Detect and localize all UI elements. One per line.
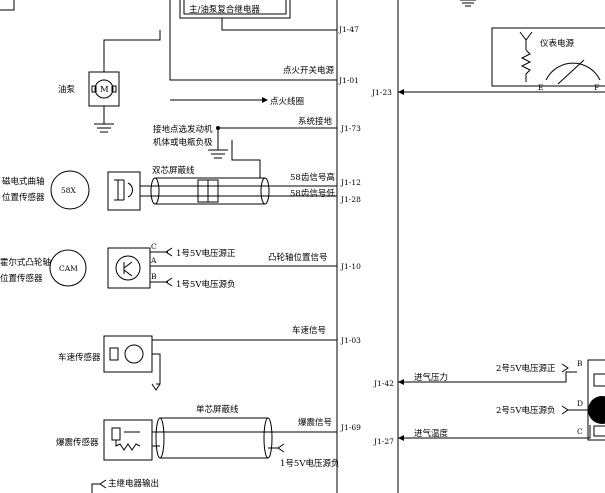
- camshaft-sensor: 霍尔式凸轮轴 位置传感器 CAM: [0, 247, 151, 289]
- main-fuel-pump-relay: 主/油泵复合继电器: [179, 0, 291, 19]
- pin-letter-a: A: [150, 256, 157, 265]
- crank-sensor-label-2: 位置传感器: [2, 192, 45, 203]
- pin-letter-d-right: D: [577, 399, 583, 408]
- signal-knock: 爆震信号: [298, 417, 332, 428]
- cam-sensor-label-1: 霍尔式凸轮轴: [0, 257, 51, 268]
- gauge-e-label: E: [538, 83, 543, 92]
- fuel-pump: M 油泵: [58, 30, 161, 133]
- ground-note-2: 机体或电瓶负极: [153, 137, 213, 148]
- gauge-f-label: F: [594, 83, 599, 92]
- pin-j1-01: J1-01: [338, 76, 359, 85]
- pin-j1-69: J1-69: [340, 423, 361, 432]
- signal-twin-shield: 双芯屏蔽线: [152, 165, 195, 176]
- pump-motor-label: M: [100, 85, 109, 95]
- signal-single-shield: 单芯屏蔽线: [196, 404, 239, 415]
- signal-intake-pressure: 进气压力: [414, 372, 448, 383]
- signal-main-relay-out: 主继电器输出: [108, 478, 159, 489]
- signal-5v-neg-1: 1号5V电压源负: [176, 279, 235, 290]
- signal-cam-position: 凸轮轴位置信号: [268, 252, 328, 263]
- signal-system-ground: 系统接地: [298, 116, 333, 127]
- pin-letter-b-right: B: [577, 359, 583, 368]
- signal-ignition-power: 点火开关电源: [283, 65, 335, 76]
- cam-wheel-label: CAM: [59, 264, 78, 273]
- signal-intake-temp: 进气温度: [414, 428, 449, 439]
- signal-58-low: 58齿信号低: [290, 188, 335, 199]
- speed-sensor: 车速传感器: [58, 335, 153, 373]
- signal-5v-pos-2: 2号5V电压源正: [496, 363, 556, 374]
- relay-label: 主/油泵复合继电器: [189, 4, 260, 15]
- crank-sensor-label-1: 磁电式曲轴: [2, 176, 45, 187]
- fuel-pump-label: 油泵: [58, 84, 76, 95]
- speed-sensor-label: 车速传感器: [58, 352, 101, 363]
- pin-letter-c: C: [151, 242, 157, 251]
- map-sensor: [587, 359, 605, 441]
- pin-j1-10: J1-10: [340, 262, 361, 271]
- pin-j1-47: J1-47: [338, 25, 359, 34]
- cam-sensor-label-2: 位置传感器: [0, 273, 43, 284]
- ground-note-1: 接地点选发动机: [153, 124, 213, 135]
- pin-j1-42: J1-42: [373, 379, 394, 388]
- signal-ignition-coil: 点火线圈: [270, 96, 304, 107]
- pin-j1-23: J1-23: [371, 88, 392, 97]
- pin-j1-73: J1-73: [340, 124, 361, 133]
- knock-sensor: 爆震传感器: [56, 419, 153, 461]
- knock-sensor-label: 爆震传感器: [56, 437, 99, 448]
- signal-vehicle-speed: 车速信号: [292, 325, 326, 336]
- pin-j1-27: J1-27: [373, 437, 394, 446]
- instrument-power-label: 仪表电源: [540, 38, 575, 49]
- instrument-gauge: 仪表电源 E F: [491, 27, 605, 92]
- crank-wheel-label: 58X: [61, 186, 77, 195]
- pin-j1-12: J1-12: [340, 178, 361, 187]
- pin-j1-28: J1-28: [340, 195, 361, 204]
- signal-5v-neg-knock: 1号5V电压源负: [280, 458, 339, 469]
- signal-5v-pos-1: 1号5V电压源正: [176, 248, 236, 259]
- pin-letter-c-right: C: [577, 427, 583, 436]
- pin-j1-03: J1-03: [340, 336, 361, 345]
- pin-letter-b: B: [151, 272, 157, 281]
- crankshaft-sensor: 磁电式曲轴 位置传感器 58X 双芯屏蔽线: [2, 165, 195, 211]
- signal-58-high: 58齿信号高: [290, 172, 335, 183]
- signal-5v-neg-2: 2号5V电压源负: [496, 405, 555, 416]
